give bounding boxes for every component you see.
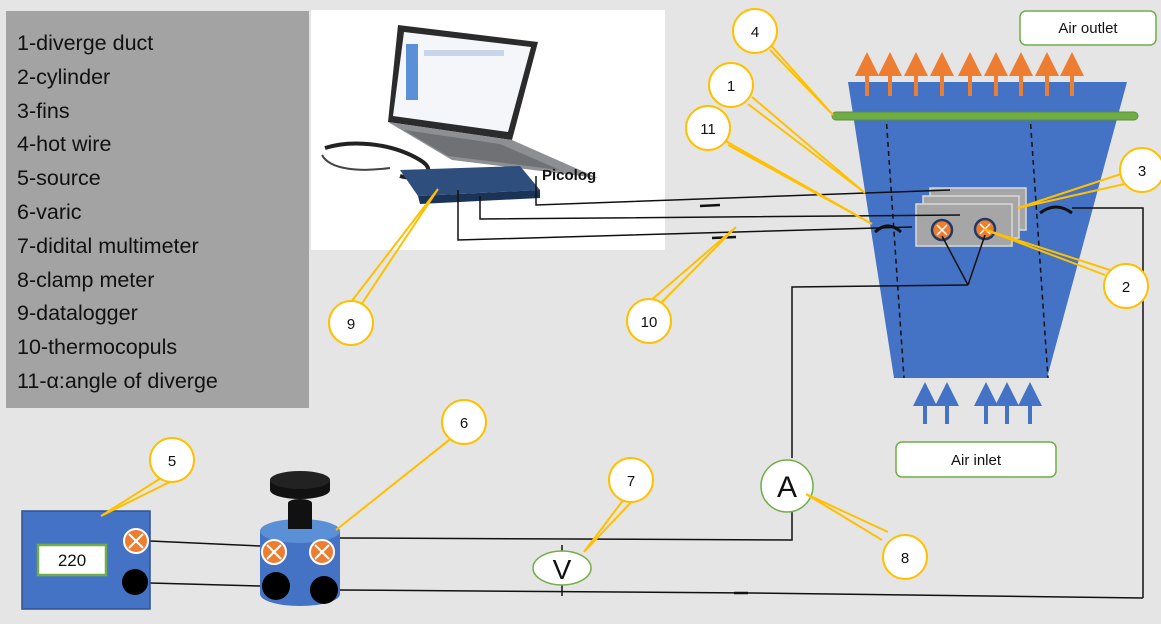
- legend-item-datalogger: 9-datalogger: [17, 301, 138, 326]
- datalogger-laptop-photo: Picolog: [311, 10, 665, 250]
- callout-9: 9: [328, 300, 374, 346]
- callout-7-label: 7: [627, 473, 635, 490]
- voltmeter-symbol: V: [553, 554, 572, 585]
- outlet-flow-arrows: [855, 52, 1084, 96]
- legend: 1-diverge duct 2-cylinder 3-fins 4-hot w…: [6, 11, 309, 408]
- legend-item-digital-multimeter: 7-didital multimeter: [17, 233, 199, 258]
- callout-8-label: 8: [901, 550, 909, 567]
- legend-item-source: 5-source: [17, 166, 101, 191]
- duct-inner-dashed-left: [885, 114, 905, 379]
- screen-app-panel: [406, 44, 418, 100]
- callout-3-label: 3: [1138, 163, 1146, 180]
- power-source: 220: [21, 510, 151, 610]
- callout-10-label: 10: [641, 314, 658, 331]
- callout-2: 2: [1103, 263, 1149, 309]
- source-terminal-return: [122, 569, 148, 595]
- picolog-device: [400, 166, 540, 196]
- voltmeter: [532, 550, 592, 586]
- hot-wire: [831, 111, 1139, 121]
- callout-8: 8: [882, 534, 928, 580]
- heater-circuit-wires: [149, 207, 1144, 599]
- legend-item-cylinder: 2-cylinder: [17, 64, 111, 89]
- callout-4-label: 4: [751, 24, 759, 41]
- air-outlet-label: Air outlet: [1058, 20, 1118, 37]
- ammeter-symbol: A: [777, 471, 797, 504]
- ammeter: [760, 459, 814, 513]
- legend-item-fins: 3-fins: [17, 98, 70, 123]
- cylinder-left: [930, 218, 954, 242]
- air-inlet-label: Air inlet: [951, 452, 1002, 469]
- callout-11: 11: [685, 105, 731, 151]
- callout-3: 3: [1119, 147, 1161, 193]
- varic: [260, 471, 340, 606]
- callout-1: 1: [708, 62, 754, 108]
- angle-arc-left: [873, 224, 903, 234]
- air-outlet-box: [1019, 10, 1157, 46]
- callout-6: 6: [441, 399, 487, 445]
- legend-item-varic: 6-varic: [17, 199, 82, 224]
- legend-item-thermocouples: 10-thermocopuls: [17, 335, 178, 360]
- source-display-value: 220: [58, 551, 86, 570]
- callout-2-label: 2: [1122, 279, 1130, 296]
- angle-arc-right: [1039, 205, 1073, 215]
- legend-item-angle-of-diverge: 11-α:angle of diverge: [17, 368, 218, 393]
- laptop-screen: [393, 32, 531, 132]
- callout-4: 4: [732, 8, 778, 54]
- callout-5: 5: [149, 437, 195, 483]
- air-inlet-box: [895, 441, 1057, 478]
- legend-item-diverge-duct: 1-diverge duct: [17, 31, 154, 55]
- thermocouple-wires: [457, 176, 961, 241]
- callout-7: 7: [608, 457, 654, 503]
- source-display: [36, 543, 108, 577]
- logger-brand-label: Picolog: [542, 167, 596, 184]
- callout-10: 10: [626, 298, 672, 344]
- callout-1-label: 1: [727, 78, 735, 95]
- callout-5-label: 5: [168, 453, 176, 470]
- callout-leaders: [100, 41, 1130, 553]
- callout-11-label: 11: [700, 121, 716, 138]
- legend-item-clamp-meter: 8-clamp meter: [17, 267, 155, 292]
- legend-item-hot-wire: 4-hot wire: [17, 132, 112, 157]
- inlet-flow-arrows: [913, 382, 1042, 424]
- duct-inner-dashed-right: [1029, 114, 1049, 379]
- callout-9-label: 9: [347, 316, 355, 333]
- callout-6-label: 6: [460, 415, 468, 432]
